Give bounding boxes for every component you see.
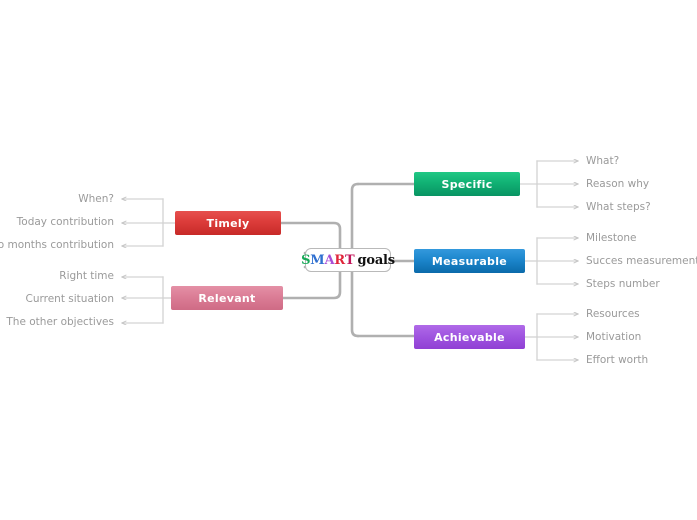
- branch-label-achievable: Achievable: [434, 330, 505, 344]
- smart-letter-a: A: [324, 252, 335, 268]
- branch-node-measurable[interactable]: Measurable: [414, 249, 525, 273]
- leaf-timely-2[interactable]: Today contribution: [16, 216, 114, 228]
- branch-label-specific: Specific: [441, 177, 493, 191]
- smart-letter-r: R: [334, 252, 345, 268]
- leaf-relevant-2[interactable]: Current situation: [25, 293, 114, 305]
- branch-node-achievable[interactable]: Achievable: [414, 325, 525, 349]
- leaf-achievable-1[interactable]: Resources: [586, 308, 640, 320]
- leaf-specific-1[interactable]: What?: [586, 155, 620, 167]
- leaf-measurable-2[interactable]: Succes measurement: [586, 255, 697, 267]
- leaf-achievable-3[interactable]: Effort worth: [586, 354, 649, 366]
- smart-letter-m: M: [310, 252, 325, 268]
- leaf-timely-1[interactable]: When?: [78, 193, 114, 205]
- center-node-suffix: goals: [357, 252, 395, 268]
- branch-node-specific[interactable]: Specific: [414, 172, 520, 196]
- branch-label-relevant: Relevant: [198, 291, 256, 305]
- smart-letter-t: T: [344, 252, 355, 268]
- leaf-measurable-3[interactable]: Steps number: [586, 278, 660, 290]
- leaf-specific-3[interactable]: What steps?: [586, 201, 651, 213]
- leaf-achievable-2[interactable]: Motivation: [586, 331, 642, 343]
- branch-label-timely: Timely: [206, 216, 250, 230]
- leaf-relevant-1[interactable]: Right time: [59, 270, 114, 282]
- center-node-smart-goals[interactable]: S M A R T goals: [301, 248, 395, 272]
- branch-label-measurable: Measurable: [431, 254, 508, 268]
- leaf-measurable-1[interactable]: Milestone: [586, 232, 637, 244]
- smart-letter-s: S: [301, 252, 311, 268]
- branch-node-timely[interactable]: Timely: [175, 211, 281, 235]
- leaf-timely-3[interactable]: Two months contribution: [0, 239, 114, 251]
- leaf-specific-2[interactable]: Reason why: [586, 178, 650, 190]
- branch-node-relevant[interactable]: Relevant: [171, 286, 283, 310]
- leaf-relevant-3[interactable]: The other objectives: [6, 316, 114, 328]
